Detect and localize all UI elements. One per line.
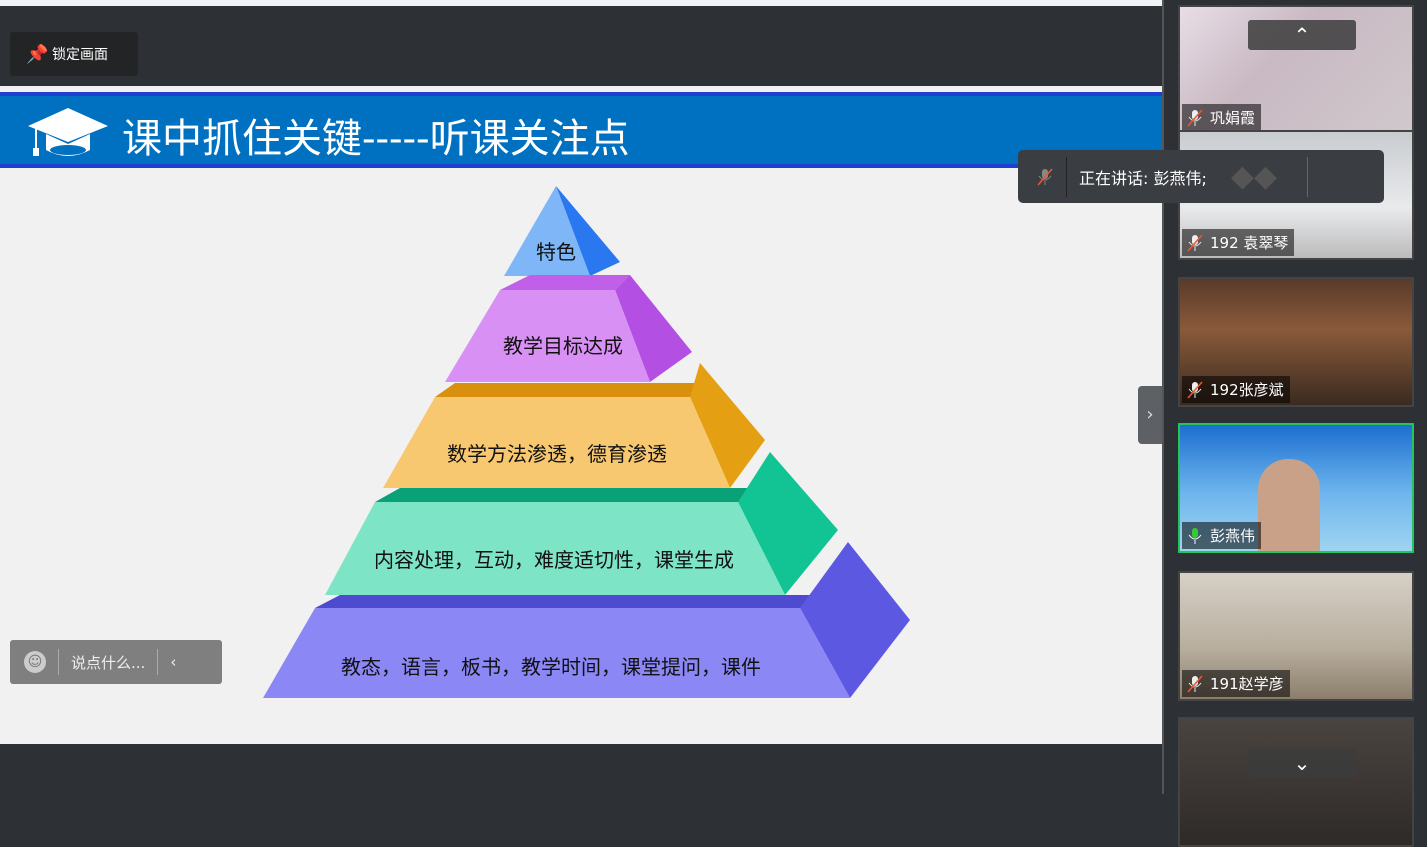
participant-tile[interactable]: 191赵学彦 — [1178, 571, 1414, 701]
pyramid-layer: 特色 — [504, 186, 620, 276]
divider — [1307, 156, 1309, 197]
participant-name: 192张彦斌 — [1210, 381, 1284, 399]
pyramid-label: 教学目标达成 — [503, 334, 623, 358]
pyramid-front-face — [263, 608, 850, 698]
pyramid-label: 数学方法渗透，德育渗透 — [447, 442, 667, 466]
pyramid-diagram: 特色教学目标达成数学方法渗透，德育渗透内容处理，互动，难度适切性，课堂生成教态，… — [263, 186, 910, 698]
collapse-chat-icon[interactable]: ‹ — [170, 653, 177, 671]
emoji-icon[interactable]: ☺ — [24, 651, 46, 673]
lock-screen-button[interactable]: 📌 锁定画面 — [10, 32, 138, 76]
pyramid-layer: 教态，语言，板书，教学时间，课堂提问，课件 — [263, 542, 910, 698]
bottom-bar — [0, 744, 1162, 794]
chat-input[interactable]: ☺ 说点什么... ‹ — [10, 640, 222, 684]
pyramid-side-face — [800, 542, 910, 698]
mic-muted-icon — [1187, 108, 1203, 127]
participant-tile[interactable] — [1178, 717, 1414, 847]
pyramid-front-face — [383, 397, 730, 488]
pyramid-layer: 教学目标达成 — [445, 275, 692, 382]
mic-on-icon — [1188, 527, 1202, 544]
pyramid-side-face — [690, 363, 765, 488]
divider — [157, 649, 159, 675]
participant-label: 192 袁翠琴 — [1182, 229, 1295, 256]
pyramid-top-face — [315, 595, 820, 608]
participant-tile[interactable]: 彭燕伟 — [1178, 423, 1414, 553]
logo-icon: ◆◆ — [1230, 159, 1278, 194]
pyramid-top-face — [500, 275, 630, 290]
pyramid-layer: 数学方法渗透，德育渗透 — [383, 363, 765, 488]
slide-banner: 课中抓住关键-----听课关注点 — [0, 92, 1162, 168]
participant-name: 192 袁翠琴 — [1210, 234, 1289, 252]
chat-placeholder: 说点什么... — [71, 653, 146, 672]
pyramid-side-face — [615, 275, 692, 382]
participant-label: 巩娟霞 — [1182, 104, 1262, 131]
participant-name: 彭燕伟 — [1210, 527, 1256, 545]
top-strip — [0, 0, 1162, 6]
participant-label: 192张彦斌 — [1182, 376, 1290, 403]
pyramid-label: 特色 — [536, 240, 576, 264]
pyramid-front-face — [504, 186, 590, 276]
pyramid-top-face — [375, 488, 760, 502]
divider — [58, 649, 59, 675]
speaking-toast: 正在讲话: 彭燕伟; ◆◆ — [1018, 150, 1384, 203]
participant-label: 191赵学彦 — [1182, 670, 1290, 697]
scroll-up-button[interactable]: ⌃ — [1248, 20, 1356, 50]
mic-muted-icon — [1187, 674, 1203, 693]
mic-muted-icon — [1187, 380, 1203, 399]
graduation-cap-icon — [28, 108, 108, 156]
pyramid-label: 教态，语言，板书，教学时间，课堂提问，课件 — [341, 655, 761, 679]
slide: 课中抓住关键-----听课关注点 特色教学目标达成数学方法渗透，德育渗透内容处理… — [0, 86, 1162, 744]
pyramid-top-face — [435, 383, 700, 397]
divider — [1066, 156, 1067, 197]
slide-title: 课中抓住关键-----听课关注点 — [122, 116, 630, 162]
participant-tile[interactable]: 192张彦斌 — [1178, 277, 1414, 407]
participant-panel: ⌃ ⌄ 巩娟霞 192 袁翠琴 192张彦斌彭燕伟 191赵学彦 — [1162, 0, 1427, 847]
mic-muted-icon — [1037, 167, 1053, 186]
pyramid-front-face — [325, 502, 785, 595]
pyramid-label: 内容处理，互动，难度适切性，课堂生成 — [374, 548, 734, 572]
pyramid-side-face — [556, 186, 620, 276]
pyramid-front-face — [445, 290, 650, 382]
participant-name: 191赵学彦 — [1210, 675, 1284, 693]
collapse-panel-button[interactable]: › — [1138, 386, 1162, 444]
mic-muted-icon — [1187, 233, 1203, 252]
speaking-text: 正在讲话: 彭燕伟; — [1079, 168, 1207, 188]
pyramid-layer: 内容处理，互动，难度适切性，课堂生成 — [325, 452, 838, 595]
lock-label: 锁定画面 — [52, 47, 108, 63]
pin-icon: 📌 — [26, 43, 49, 65]
avatar — [1258, 459, 1320, 551]
pyramid-side-face — [738, 452, 838, 595]
participant-label: 彭燕伟 — [1182, 522, 1262, 549]
scroll-down-button[interactable]: ⌄ — [1248, 748, 1356, 778]
participant-name: 巩娟霞 — [1210, 109, 1256, 127]
